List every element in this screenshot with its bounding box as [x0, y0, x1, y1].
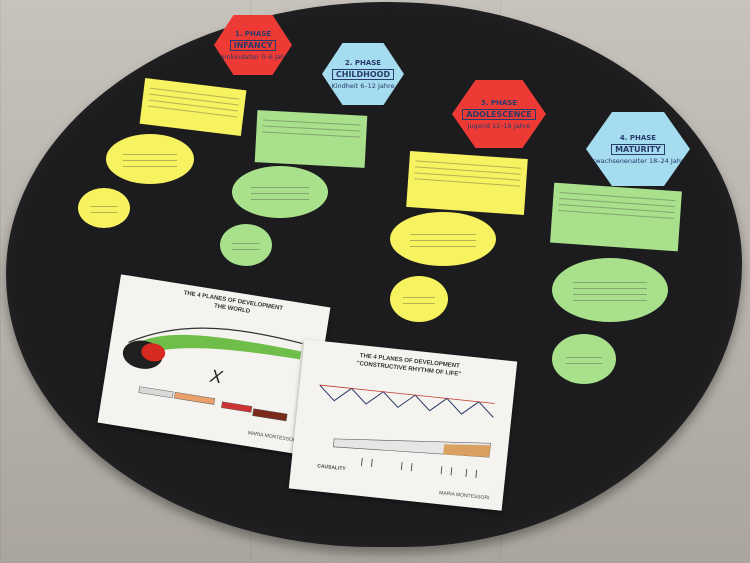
phase-3-name: ADOLESCENCE: [462, 108, 536, 120]
phase-4-name: MATURITY: [611, 143, 665, 155]
poster-left-diagram: [122, 327, 303, 422]
note-card-green-1: [254, 110, 368, 168]
note-card-yellow-2: [406, 150, 528, 216]
note-oval-green-2: [220, 224, 272, 266]
phase-2-label: 2. PHASE: [344, 58, 382, 67]
note-oval-yellow-3: [390, 212, 496, 266]
phase-1-label: 1. PHASE: [234, 29, 272, 38]
poster-right-diagram: [319, 384, 495, 478]
note-oval-green-3: [552, 258, 668, 322]
note-card-green-2: [550, 182, 682, 252]
phase-4-label: 4. PHASE: [619, 133, 657, 142]
note-oval-green-4: [552, 334, 616, 384]
phase-2-name: CHILDHOOD: [331, 68, 395, 80]
note-oval-green-1: [232, 166, 328, 218]
phase-1-subtitle: Kleinkindalter 0–6 Jahre: [214, 52, 292, 61]
poster-right: THE 4 PLANES OF DEVELOPMENT "CONSTRUCTIV…: [288, 339, 518, 511]
phase-1-name: INFANCY: [229, 39, 277, 51]
note-oval-yellow-1: [106, 134, 194, 184]
phase-1-hexagon: 1. PHASE INFANCY Kleinkindalter 0–6 Jahr…: [214, 15, 292, 75]
phase-3-subtitle: Jugend 12–18 Jahre: [467, 121, 531, 130]
phase-2-subtitle: Kindheit 6–12 Jahre: [331, 81, 395, 90]
poster-left: THE 4 PLANES OF DEVELOPMENT THE WORLD X …: [97, 274, 331, 456]
phase-4-subtitle: Erwachsenenalter 18–24 Jahre: [588, 156, 688, 165]
phase-3-label: 3. PHASE: [480, 98, 518, 107]
note-oval-yellow-4: [390, 276, 448, 322]
note-oval-yellow-2: [78, 188, 130, 228]
